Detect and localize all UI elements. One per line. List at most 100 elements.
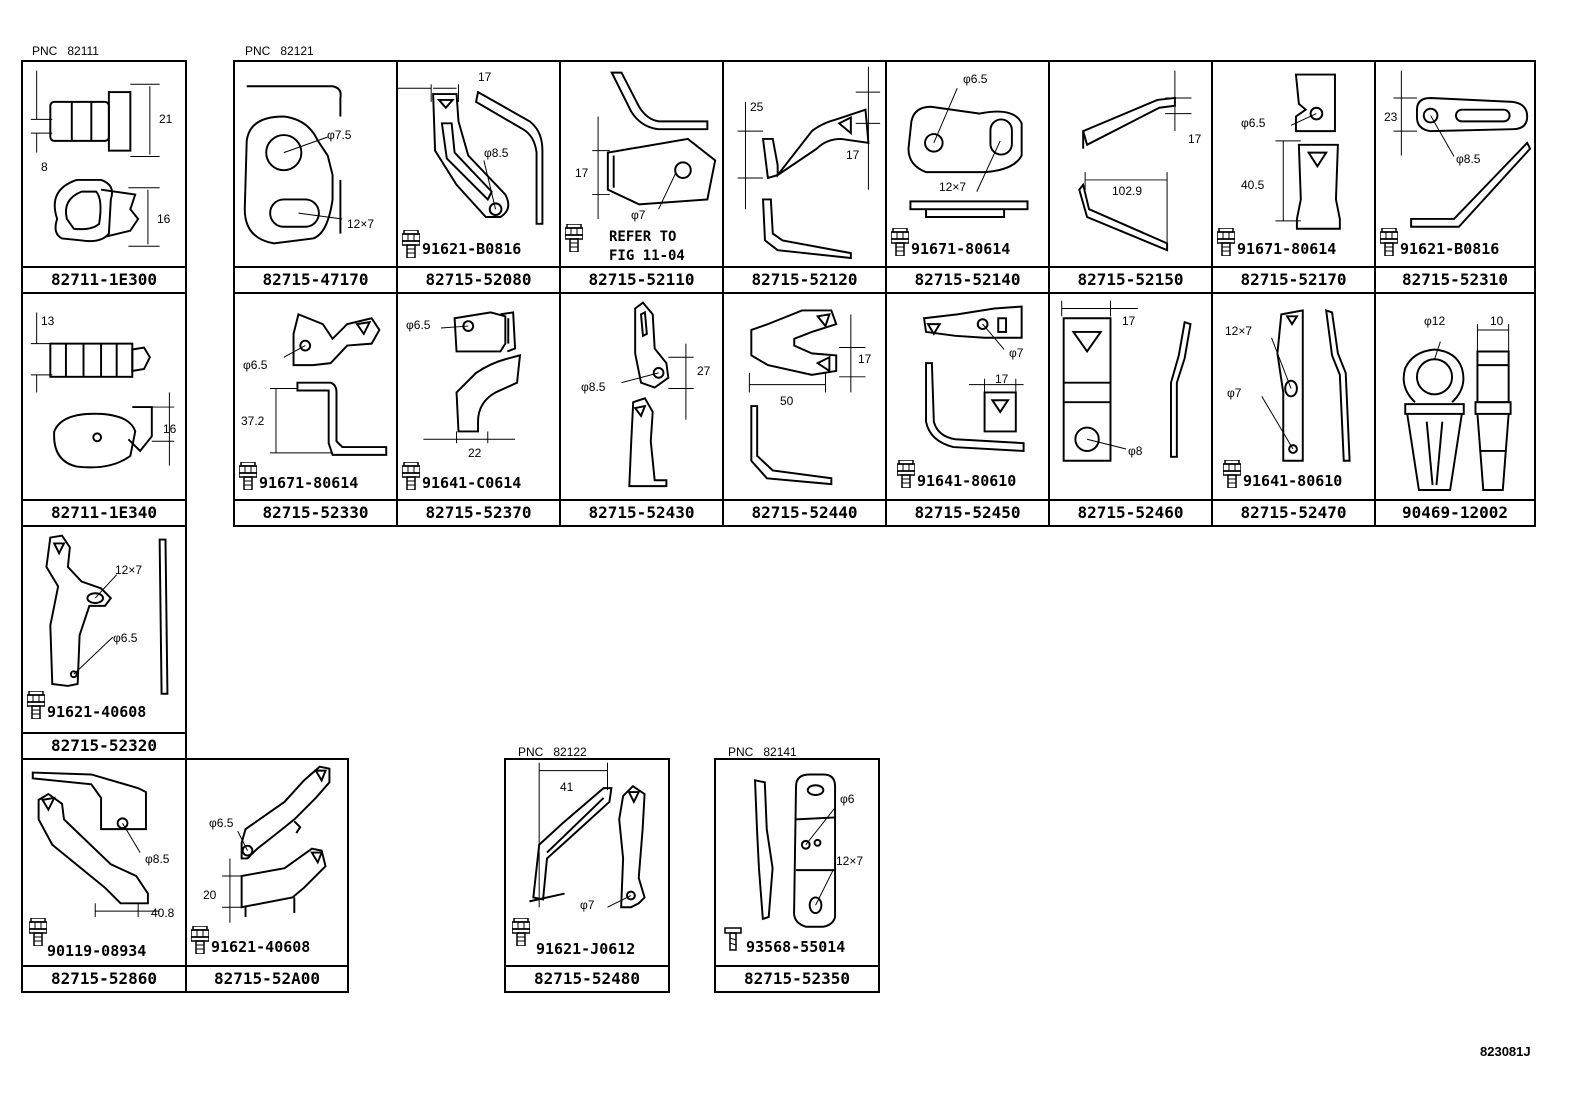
part-number-label: 82715-52860 [23, 965, 185, 991]
refer-note: REFER TO FIG 11-04 [609, 229, 685, 264]
dim-label: φ7 [631, 208, 646, 222]
dim-label: φ7 [1227, 386, 1242, 400]
bolt-icon [191, 926, 209, 954]
dim-label: 25 [750, 100, 764, 114]
part-number-label: 82715-52450 [887, 499, 1048, 525]
dim-label: φ8.5 [1456, 152, 1481, 166]
part-cell-82715-52370[interactable]: φ6.5 22 91641-C0614 82715-52370 [396, 292, 561, 527]
part-cell-90469-12002[interactable]: φ12 10 90469-12002 [1374, 292, 1536, 527]
part-cell-82715-52140[interactable]: φ6.5 12×7 91671-80614 82715-52140 [885, 60, 1050, 294]
bolt-part-number: 93568-55014 [746, 938, 846, 956]
part-cell-82715-52120[interactable]: 25 17 82715-52120 [722, 60, 887, 294]
dim-label: 17 [858, 352, 872, 366]
dim-label: 20 [203, 888, 217, 902]
part-cell-82715-52330[interactable]: φ6.5 37.2 91671-80614 82715-52330 [233, 292, 398, 527]
part-cell-82715-52440[interactable]: 17 50 82715-52440 [722, 292, 887, 527]
part-number-label: 90469-12002 [1376, 499, 1534, 525]
part-number-label: 82715-52370 [398, 499, 559, 525]
bolt-part-number: 90119-08934 [47, 942, 147, 960]
bolt-part-number: 91641-80610 [1243, 472, 1343, 490]
dim-label: 12×7 [347, 217, 375, 231]
dim-label: φ8.5 [581, 380, 606, 394]
part-cell-82715-52350[interactable]: φ6 12×7 93568-55014 82715-52350 [714, 758, 880, 993]
pnc-label-82141: PNC 82141 [728, 745, 797, 759]
part-number-label: 82715-52440 [724, 499, 885, 525]
dim-label: 12×7 [836, 854, 864, 868]
dim-label: φ7 [1009, 346, 1024, 360]
part-number-label: 82711-1E340 [23, 499, 185, 525]
part-cell-82715-52150[interactable]: 17 102.9 82715-52150 [1048, 60, 1213, 294]
dim-label: φ6.5 [243, 358, 268, 372]
part-cell-82715-52480[interactable]: 41 φ7 91621-J0612 82715-52480 [504, 758, 670, 993]
part-number-label: 82715-52480 [506, 965, 668, 991]
pnc-label-82111: PNC 82111 [32, 44, 99, 58]
dim-label: 27 [697, 364, 711, 378]
part-cell-82715-52470[interactable]: 12×7 φ7 91641-80610 82715-52470 [1211, 292, 1376, 527]
dim-label: 17 [995, 372, 1009, 386]
part-cell-82715-47170[interactable]: φ7.5 12×7 82715-47170 [233, 60, 398, 294]
bolt-icon [402, 230, 420, 258]
dim-label: φ7 [580, 898, 595, 912]
bolt-icon [239, 462, 257, 490]
figure-code: 823081J [1480, 1044, 1531, 1059]
dim-label: φ6 [840, 792, 855, 806]
dim-label: φ6.5 [113, 631, 138, 645]
bolt-icon [402, 462, 420, 490]
part-cell-82715-52450[interactable]: φ7 17 91641-80610 82715-52450 [885, 292, 1050, 527]
dim-label: 17 [478, 70, 492, 84]
part-number-label: 82715-52470 [1213, 499, 1374, 525]
dim-label: 23 [1384, 110, 1398, 124]
part-number-label: 82711-1E300 [23, 266, 185, 292]
dim-label: 50 [780, 394, 794, 408]
part-number-label: 82715-52350 [716, 965, 878, 991]
dim-label: 41 [560, 780, 574, 794]
dim-label: 12×7 [1225, 324, 1253, 338]
bolt-icon [1217, 228, 1235, 256]
bolt-part-number: 91671-80614 [911, 240, 1011, 258]
part-cell-82715-52A00[interactable]: φ6.5 20 91621-40608 82715-52A00 [185, 758, 349, 993]
dim-label: 12×7 [115, 563, 143, 577]
dim-label: 17 [1122, 314, 1136, 328]
part-cell-82715-52860[interactable]: φ8.5 40.8 90119-08934 82715-52860 [21, 758, 187, 993]
bolt-part-number: 91641-80610 [917, 472, 1017, 490]
bolt-part-number: 91621-B0816 [1400, 240, 1500, 258]
part-cell-82715-52110[interactable]: 17 φ7 REFER TO FIG 11-04 82715-52110 [559, 60, 724, 294]
part-number-label: 82715-52330 [235, 499, 396, 525]
part-number-label: 82715-52110 [561, 266, 722, 292]
bolt-icon [891, 228, 909, 256]
dim-label: 17 [575, 166, 589, 180]
bolt-icon [897, 460, 915, 488]
dim-label: φ7.5 [327, 128, 352, 142]
dim-label: φ6.5 [1241, 116, 1266, 130]
part-cell-82711-1E340[interactable]: 13 16 82711-1E340 [21, 292, 187, 527]
dim-label: 40.5 [1241, 178, 1265, 192]
part-cell-82711-1E300[interactable]: 21 8 16 82711-1E300 [21, 60, 187, 294]
part-cell-82715-52320[interactable]: 12×7 φ6.5 91621-40608 82715-52320 [21, 525, 187, 760]
part-cell-82715-52310[interactable]: 23 φ8.5 91621-B0816 82715-52310 [1374, 60, 1536, 294]
part-number-label: 82715-52170 [1213, 266, 1374, 292]
bolt-icon [29, 918, 47, 946]
dim-label: φ8.5 [484, 146, 509, 160]
dim-label: φ8 [1128, 444, 1143, 458]
part-cell-82715-52170[interactable]: φ6.5 40.5 91671-80614 82715-52170 [1211, 60, 1376, 294]
bolt-part-number: 91621-B0816 [422, 240, 522, 258]
pnc-label-82122: PNC 82122 [518, 745, 587, 759]
bolt-part-number: 91621-40608 [47, 703, 147, 721]
dim-label: φ6.5 [406, 318, 431, 332]
part-cell-82715-52460[interactable]: 17 φ8 82715-52460 [1048, 292, 1213, 527]
dim-label: 8 [41, 160, 48, 174]
bolt-icon [565, 224, 583, 252]
dim-label: 37.2 [241, 414, 265, 428]
part-cell-82715-52080[interactable]: 17 φ8.5 91621-B0816 82715-52080 [396, 60, 561, 294]
part-cell-82715-52430[interactable]: 27 φ8.5 82715-52430 [559, 292, 724, 527]
part-number-label: 82715-52150 [1050, 266, 1211, 292]
bolt-part-number: 91671-80614 [259, 474, 359, 492]
dim-label: 16 [163, 422, 177, 436]
dim-label: 13 [41, 314, 55, 328]
part-number-label: 82715-52120 [724, 266, 885, 292]
bolt-part-number: 91621-40608 [211, 938, 311, 956]
part-number-label: 82715-52320 [23, 732, 185, 758]
bolt-part-number: 91641-C0614 [422, 474, 522, 492]
dim-label: 40.8 [151, 906, 175, 920]
part-number-label: 82715-52460 [1050, 499, 1211, 525]
